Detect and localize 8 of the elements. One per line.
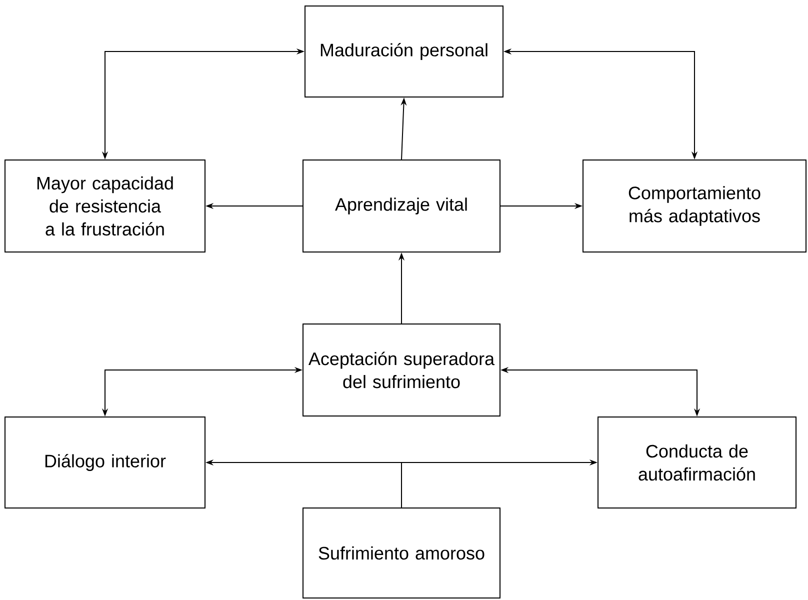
process-box: Comportamiento más adaptativos xyxy=(582,160,806,252)
process-box: Aprendizaje vital xyxy=(302,160,500,252)
process-box: Aceptación superadora del sufrimiento xyxy=(302,324,500,416)
process-box: Mayor capacidad de resistencia a la frustración xyxy=(4,160,206,252)
process-box: Maduración personal xyxy=(304,6,504,98)
process-box: Conducta de autoafirmación xyxy=(598,416,796,508)
process-box: Diálogo interior xyxy=(4,416,206,508)
process-box: Sufrimiento amoroso xyxy=(302,508,500,598)
